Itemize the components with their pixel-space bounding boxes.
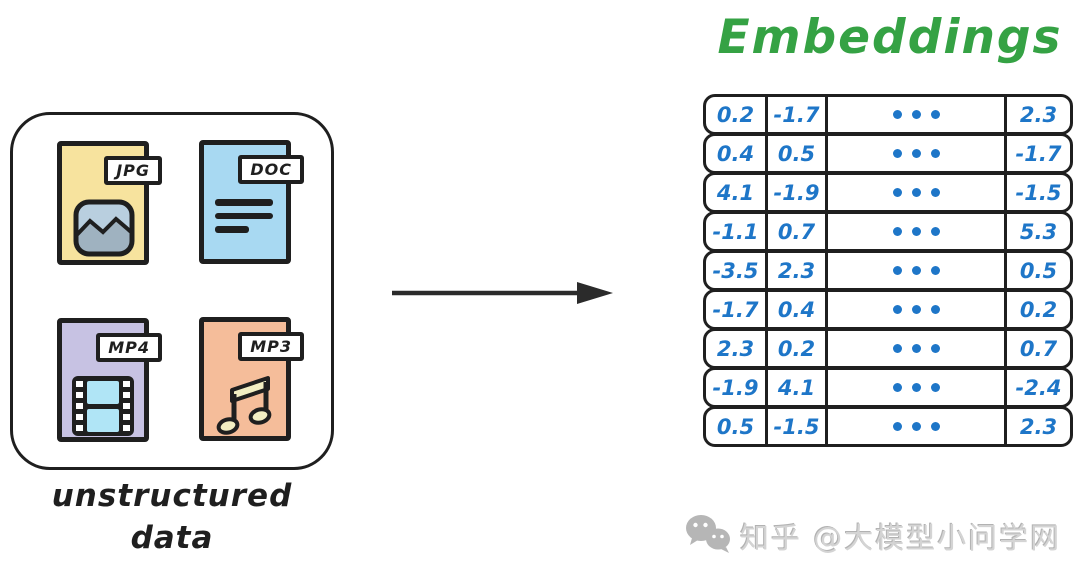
embedding-value: 2.3 — [768, 253, 828, 288]
image-icon — [73, 199, 135, 261]
file-card-mp3: MP3 — [199, 317, 304, 441]
embedding-value: -1.1 — [706, 214, 768, 249]
embeddings-title: Embeddings — [717, 10, 1063, 65]
embeddings-table: 0.2 -1.7 2.3 0.4 0.5 -1.7 4.1 -1.9 -1.5 … — [703, 94, 1073, 447]
embedding-value: -1.7 — [768, 97, 828, 132]
embedding-value: 0.7 — [768, 214, 828, 249]
ellipsis-dots-icon — [828, 214, 1007, 249]
embedding-value: 0.2 — [768, 331, 828, 366]
file-card-doc: DOC — [199, 140, 304, 264]
ellipsis-dots-icon — [828, 136, 1007, 171]
embedding-value: -1.9 — [706, 370, 768, 405]
ellipsis-dots-icon — [828, 331, 1007, 366]
embedding-value: 2.3 — [706, 331, 768, 366]
ellipsis-dots-icon — [828, 370, 1007, 405]
table-row: 2.3 0.2 0.7 — [703, 328, 1073, 369]
embedding-value: 0.2 — [1019, 297, 1058, 322]
caption-line-2: data — [130, 519, 214, 556]
ellipsis-dots-icon — [828, 292, 1007, 327]
table-row: 0.4 0.5 -1.7 — [703, 133, 1073, 174]
file-card-mp4: MP4 — [57, 318, 162, 442]
document-lines-icon — [215, 199, 275, 240]
file-type-tag: DOC — [238, 155, 304, 185]
film-strip-icon — [71, 375, 135, 441]
file-card-jpg: JPG — [57, 141, 162, 265]
embedding-value: -2.4 — [1015, 375, 1062, 400]
unstructured-data-label: unstructured data — [0, 476, 344, 560]
caption-line-1: unstructured — [51, 478, 293, 514]
table-row: -1.1 0.7 5.3 — [703, 211, 1073, 252]
embedding-value: -3.5 — [706, 253, 768, 288]
table-row: 0.2 -1.7 2.3 — [703, 94, 1073, 135]
table-row: -1.7 0.4 0.2 — [703, 289, 1073, 330]
embedding-value: -1.5 — [1015, 180, 1062, 205]
embedding-value: -1.9 — [768, 175, 828, 210]
unstructured-data-box: JPG DOC — [10, 112, 334, 470]
ellipsis-dots-icon — [828, 175, 1007, 210]
embedding-value: 0.4 — [706, 136, 768, 171]
right-arrow-icon — [388, 274, 618, 316]
embedding-value: 0.2 — [706, 97, 768, 132]
ellipsis-dots-icon — [828, 409, 1007, 444]
table-row: -1.9 4.1 -2.4 — [703, 367, 1073, 408]
file-type-tag: MP4 — [96, 333, 162, 363]
embedding-value: 4.1 — [706, 175, 768, 210]
watermark-text: 知乎 @大模型小问学网 — [740, 521, 1062, 555]
embedding-value: 5.3 — [1019, 219, 1058, 244]
table-row: 4.1 -1.9 -1.5 — [703, 172, 1073, 213]
embedding-value: -1.7 — [1015, 141, 1062, 166]
embedding-value: 0.5 — [706, 409, 768, 444]
watermark: 知乎 @大模型小问学网 — [684, 506, 1061, 566]
ellipsis-dots-icon — [828, 97, 1007, 132]
embedding-value: 2.3 — [1019, 414, 1058, 439]
embedding-value: 4.1 — [768, 370, 828, 405]
embedding-value: 0.4 — [768, 292, 828, 327]
music-note-icon — [216, 366, 274, 440]
embedding-value: 2.3 — [1019, 102, 1058, 127]
table-row: -3.5 2.3 0.5 — [703, 250, 1073, 291]
embedding-value: 0.7 — [1019, 336, 1058, 361]
embedding-value: 0.5 — [768, 136, 828, 171]
table-row: 0.5 -1.5 2.3 — [703, 406, 1073, 447]
embedding-value: -1.7 — [706, 292, 768, 327]
file-type-tag: MP3 — [238, 332, 304, 362]
ellipsis-dots-icon — [828, 253, 1007, 288]
embedding-value: -1.5 — [768, 409, 828, 444]
file-type-tag: JPG — [104, 156, 162, 186]
wechat-icon — [684, 513, 732, 559]
embedding-value: 0.5 — [1019, 258, 1058, 283]
